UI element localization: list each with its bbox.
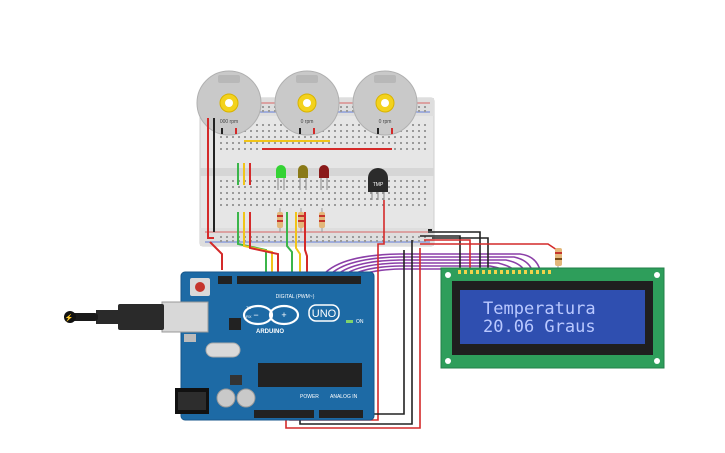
arduino-model: UNO [312,308,337,320]
rx-label: RX [246,314,252,319]
lcd-header-pins [458,270,551,274]
led-red[interactable] [319,165,329,190]
tx-label: TX [246,305,251,310]
led-green[interactable] [276,165,286,190]
usb-cable-icon: ⚡ [64,304,164,330]
signal-wires [209,212,308,283]
reset-button[interactable] [195,282,205,292]
motor-3-speed: 0 rpm [379,119,392,125]
dc-motor-2[interactable]: 0 rpm [274,70,340,136]
motor-1-speed: 000 rpm [220,119,238,125]
resistor-3[interactable] [319,208,325,232]
lcd-module[interactable]: Temperatura 20.06 Graus [440,267,665,369]
power-header-label: POWER [300,394,319,400]
svg-text:⚡: ⚡ [65,313,74,322]
analog-header-label: ANALOG IN [330,394,358,400]
digital-header-label: DIGITAL (PWM~) [276,294,315,300]
lcd-line-2: 20.06 Graus [483,317,596,337]
dc-motor-3[interactable]: 0 rpm [352,70,418,136]
arduino-brand: ARDUINO [256,329,284,335]
arduino-uno[interactable]: DIGITAL (PWM~) ⚡ − + ARDUINO UNO ON T [64,271,375,421]
on-led-label: ON [356,319,364,325]
led-yellow[interactable] [298,165,308,190]
motor-2-speed: 0 rpm [301,119,314,125]
resistor-1[interactable] [277,208,283,232]
resistor-2[interactable] [298,208,304,232]
temperature-sensor[interactable]: TMP [368,168,388,200]
svg-text:+: + [281,310,286,320]
motor-leads [221,128,393,134]
dc-motor-1[interactable]: 000 rpm [196,70,262,136]
breadboard-jumpers [207,118,432,239]
temperature-sensor-label: TMP [373,182,384,188]
lcd-line-1: Temperatura [483,299,596,319]
svg-text:−: − [253,310,258,320]
